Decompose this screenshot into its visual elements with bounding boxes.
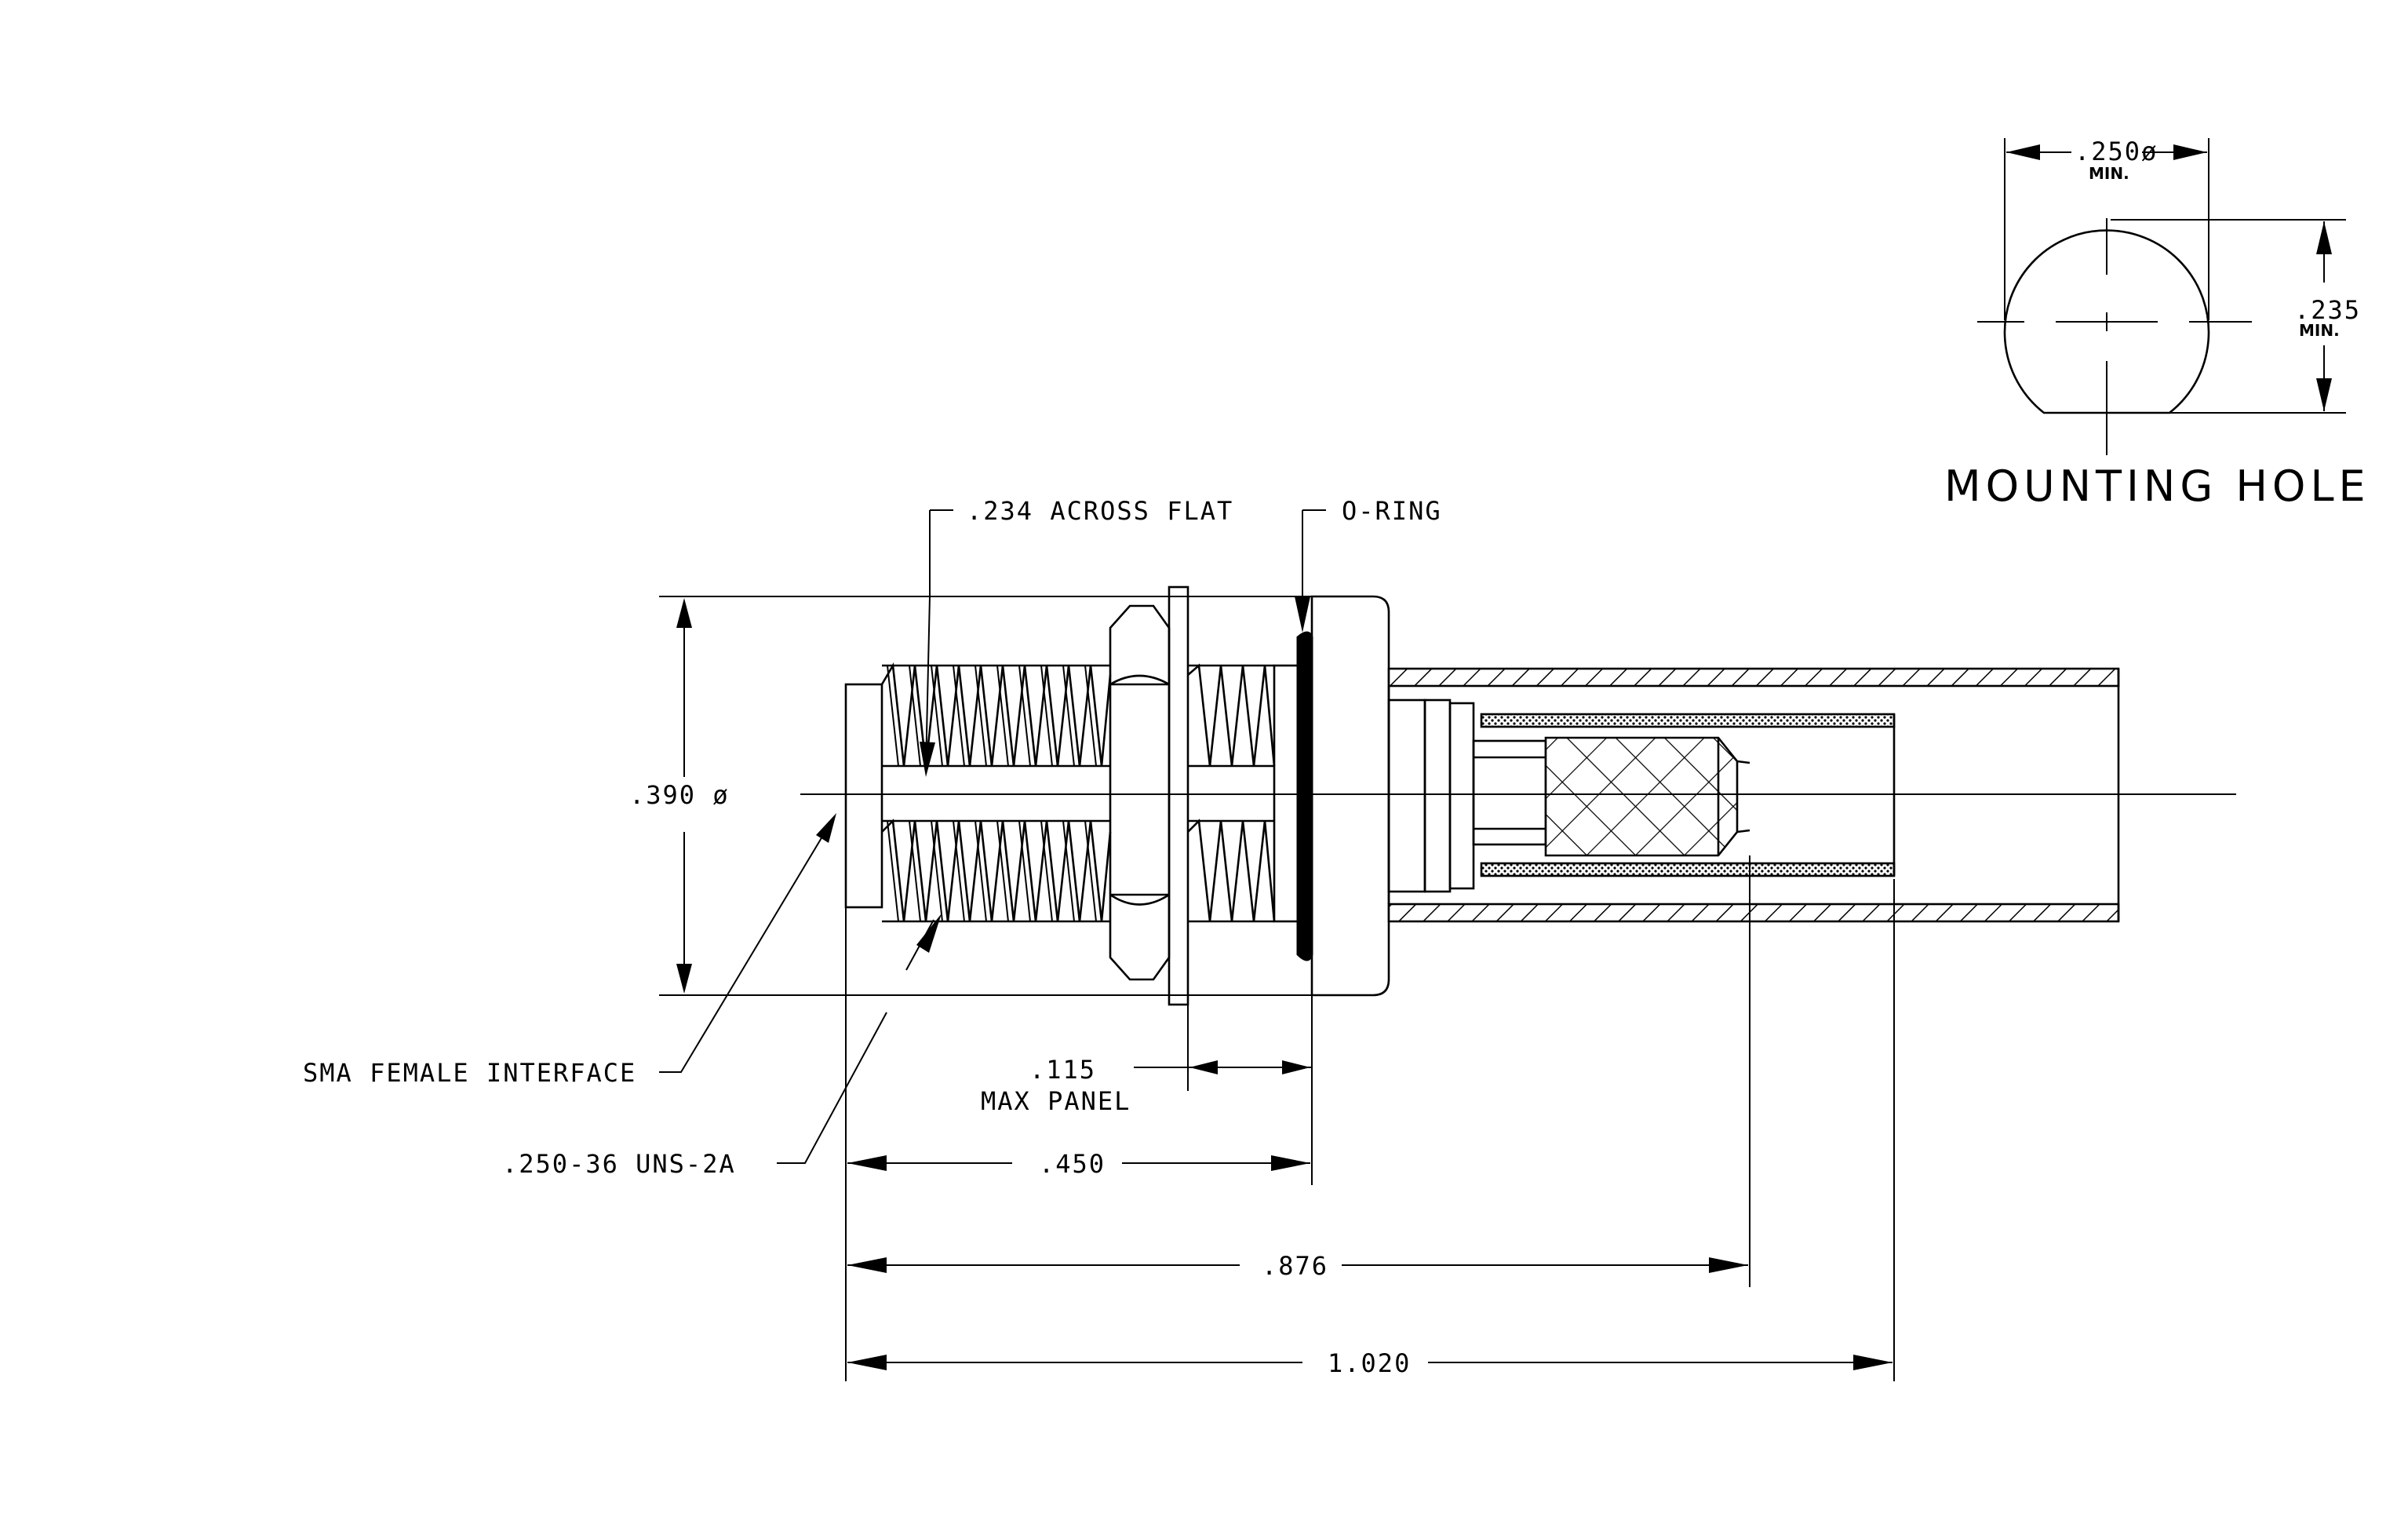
panel-value-label: .115 (1029, 1055, 1096, 1085)
o-ring (1296, 631, 1313, 961)
flange (1310, 595, 1390, 997)
mounting-hole-height: .235 (2294, 295, 2361, 325)
mounting-hole-view (1977, 138, 2346, 455)
across-flat-label: .234 ACROSS FLAT (967, 496, 1233, 526)
sma-female-label: SMA FEMALE INTERFACE (303, 1058, 636, 1088)
lock-washer (1168, 585, 1189, 1006)
mounting-hole-title: MOUNTING HOLE (1944, 461, 2370, 511)
cable-braid (1544, 736, 1739, 857)
diameter-390-label: .390 ø (629, 780, 730, 810)
mounting-hole-height-note: MIN. (2299, 321, 2340, 340)
thread-lower (881, 819, 1112, 923)
dim-450-label: .450 (1039, 1149, 1106, 1179)
thread-upper (880, 662, 1112, 768)
dim-876-label: .876 (1262, 1251, 1328, 1281)
panel-label: MAX PANEL (981, 1086, 1131, 1116)
thread-label: .250-36 UNS-2A (502, 1149, 736, 1179)
mounting-hole-width: .250ø (2075, 137, 2158, 166)
dimensions (659, 509, 1895, 1381)
dim-1020-label: 1.020 (1328, 1348, 1411, 1378)
cable-jacket (1387, 667, 2120, 923)
o-ring-label: O-RING (1342, 496, 1442, 526)
connector-body (844, 585, 2120, 1006)
mounting-hole-width-note: MIN. (2089, 164, 2129, 183)
hex-nut (1109, 604, 1171, 981)
